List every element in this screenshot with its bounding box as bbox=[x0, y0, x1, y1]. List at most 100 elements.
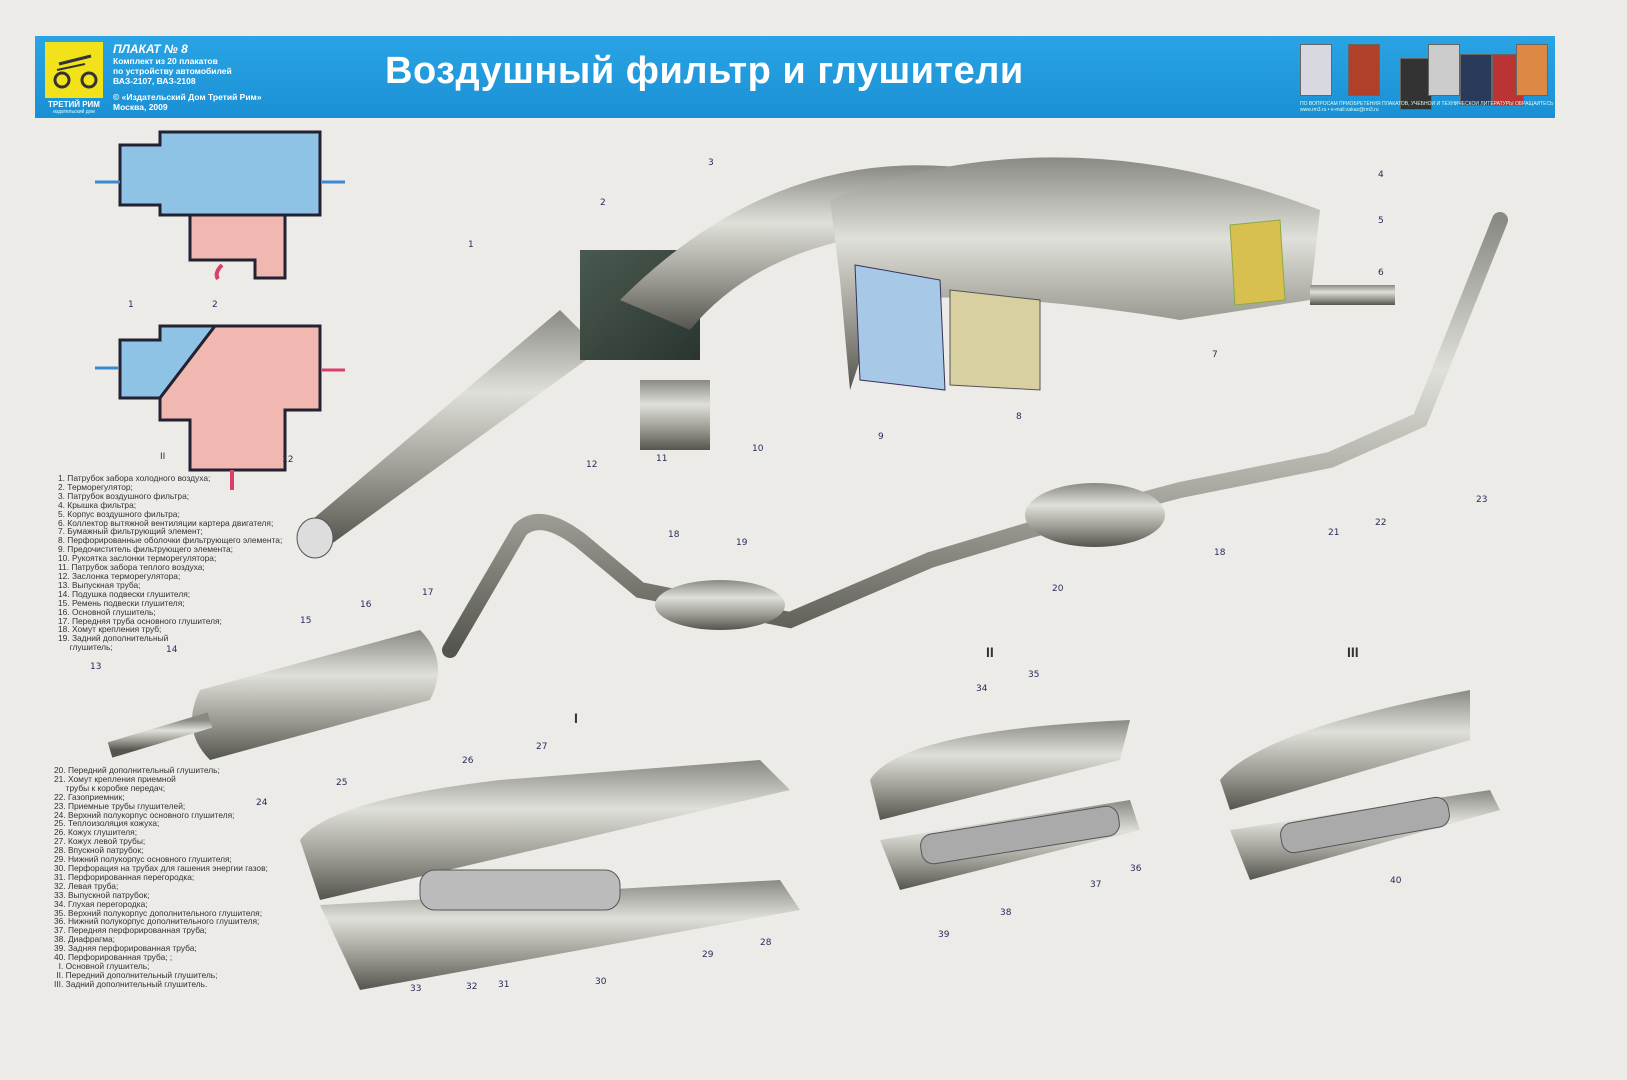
callout-number: 21 bbox=[1328, 528, 1340, 538]
legend-item: 16. Основной глушитель; bbox=[58, 606, 156, 617]
car-logo-icon bbox=[45, 42, 103, 98]
callout-number: 17 bbox=[422, 588, 434, 598]
section-label-rear-aux: III bbox=[1347, 644, 1359, 660]
legend-item: 21. Хомут крепления приемной трубы к кор… bbox=[54, 773, 176, 793]
legend-item: 40. Перфорированная труба; ; bbox=[54, 952, 173, 963]
tailpipe bbox=[107, 712, 213, 758]
ad-text: ПО ВОПРОСАМ ПРИОБРЕТЕНИЯ ПЛАКАТОВ, УЧЕБН… bbox=[1300, 101, 1555, 113]
callout-number: 20 bbox=[1052, 584, 1064, 594]
legend-item: 11. Патрубок забора теплого воздуха; bbox=[58, 562, 205, 573]
legend-item: 12. Заслонка терморегулятора; bbox=[58, 570, 181, 581]
callout-number: 22 bbox=[1375, 518, 1387, 528]
legend-item: 18. Хомут крепления труб; bbox=[58, 624, 162, 635]
callout-number: 36 bbox=[1130, 864, 1142, 874]
callout-number: 12 bbox=[282, 455, 294, 465]
book-cover bbox=[1348, 44, 1380, 96]
ad-web: www.rm3.ru • e-mail:zakaz@rm3.ru bbox=[1300, 107, 1379, 113]
callout-number: 2 bbox=[600, 198, 606, 208]
legend-item: 8. Перфорированные оболочки фильтрующего… bbox=[58, 535, 283, 546]
legend-item: 14. Подушка подвески глушителя; bbox=[58, 588, 191, 599]
callout-number: 27 bbox=[536, 742, 548, 752]
callout-number: 30 bbox=[595, 977, 607, 987]
legend-item: III. Задний дополнительный глушитель. bbox=[54, 978, 208, 989]
legend-item: 27. Кожух левой трубы; bbox=[54, 836, 146, 847]
callout-number: 19 bbox=[736, 538, 748, 548]
callout-number: 4 bbox=[1378, 170, 1384, 180]
legend-item: 4. Крышка фильтра; bbox=[58, 499, 137, 510]
rear-aux-muffler-cutaway bbox=[1220, 690, 1500, 880]
logo-text: ТРЕТИЙ РИМ bbox=[48, 100, 100, 109]
callout-number: 6 bbox=[1378, 268, 1384, 278]
callout-number: 25 bbox=[336, 778, 348, 788]
legend-item: 36. Нижний полукорпус дополнительного гл… bbox=[54, 916, 260, 927]
legend-item: 30. Перфорация на трубах для гашения эне… bbox=[54, 862, 268, 873]
callout-number: 38 bbox=[1000, 908, 1012, 918]
callout-number: 11 bbox=[656, 454, 668, 464]
legend-item: 35. Верхний полукорпус дополнительного г… bbox=[54, 907, 263, 918]
callout-number: 40 bbox=[1390, 876, 1402, 886]
callout-number: 35 bbox=[1028, 670, 1040, 680]
section-label-front-aux: II bbox=[986, 644, 994, 660]
legend-item: II. Передний дополнительный глушитель; bbox=[54, 969, 218, 980]
legend-bottom: 20. Передний дополнительный глушитель;21… bbox=[54, 766, 268, 989]
legend-item: 37. Передняя перфорированная труба; bbox=[54, 925, 207, 936]
front-aux-muffler bbox=[1025, 483, 1165, 547]
set-info-line: ВАЗ-2107, ВАЗ-2108 bbox=[113, 76, 196, 86]
thermostat-schematic-cold bbox=[95, 130, 345, 281]
callout-number: 18 bbox=[668, 530, 680, 540]
legend-item: 39. Задняя перфорированная труба; bbox=[54, 943, 197, 954]
legend-item: I. Основной глушитель; bbox=[54, 960, 150, 971]
ad-contact: ПО ВОПРОСАМ ПРИОБРЕТЕНИЯ ПЛАКАТОВ, УЧЕБН… bbox=[1300, 101, 1555, 107]
legend-item: 5. Корпус воздушного фильтра; bbox=[58, 508, 180, 519]
thermostat-schematic-warm bbox=[95, 324, 345, 490]
callout-number: 26 bbox=[462, 756, 474, 766]
legend-item: 28. Впускной патрубок; bbox=[54, 845, 144, 856]
book-cover bbox=[1400, 58, 1432, 110]
legend-item: 33. Выпускной патрубок; bbox=[54, 889, 150, 900]
callout-number: 2 bbox=[212, 300, 218, 310]
main-muffler bbox=[192, 630, 438, 760]
callout-number: 15 bbox=[300, 616, 312, 626]
place-year: Москва, 2009 bbox=[113, 102, 168, 112]
callout-number: 29 bbox=[702, 950, 714, 960]
main-muffler-cutaway bbox=[300, 760, 800, 990]
legend-item: 15. Ремень подвески глушителя; bbox=[58, 597, 185, 608]
callout-number: 16 bbox=[360, 600, 372, 610]
book-cover bbox=[1428, 44, 1460, 96]
callout-number: 32 bbox=[466, 982, 478, 992]
section-label-main: I bbox=[574, 710, 578, 726]
callout-number: II bbox=[160, 452, 166, 462]
publisher-logo: ТРЕТИЙ РИМ издательский дом bbox=[45, 42, 103, 115]
book-cover bbox=[1460, 54, 1492, 106]
callout-number: 13 bbox=[90, 662, 102, 672]
poster-header: ТРЕТИЙ РИМ издательский дом ПЛАКАТ № 8 К… bbox=[35, 36, 1555, 118]
legend-item: 7. Бумажный фильтрующий элемент; bbox=[58, 526, 203, 537]
legend-item: 3. Патрубок воздушного фильтра; bbox=[58, 490, 190, 501]
book-cover bbox=[1300, 44, 1332, 96]
legend-item: 24. Верхний полукорпус основного глушите… bbox=[54, 809, 235, 820]
book-cover bbox=[1516, 44, 1548, 96]
callout-number: 7 bbox=[1212, 350, 1218, 360]
logo-subtext: издательский дом bbox=[53, 109, 95, 115]
page-title: Воздушный фильтр и глушители bbox=[385, 50, 1024, 92]
callout-number: 1 bbox=[468, 240, 474, 250]
callout-number: 3 bbox=[708, 158, 714, 168]
callout-number: 10 bbox=[752, 444, 764, 454]
legend-item: 1. Патрубок забора холодного воздуха; bbox=[58, 473, 211, 483]
set-info-line: Комплект из 20 плакатов bbox=[113, 56, 218, 66]
legend-item: 22. Газоприемник; bbox=[54, 791, 125, 802]
callout-number: 12 bbox=[586, 460, 598, 470]
callout-number: 28 bbox=[760, 938, 772, 948]
legend-item: 23. Приемные трубы глушителей; bbox=[54, 800, 186, 811]
callout-number: 37 bbox=[1090, 880, 1102, 890]
legend-item: 19. Задний дополнительный глушитель; bbox=[58, 633, 169, 653]
legend-top: 1. Патрубок забора холодного воздуха;2. … bbox=[58, 474, 282, 652]
legend-item: 25. Теплоизоляция кожуха; bbox=[54, 818, 160, 829]
poster-number: ПЛАКАТ № 8 bbox=[113, 42, 188, 56]
legend-item: 9. Предочиститель фильтрующего элемента; bbox=[58, 544, 234, 555]
callout-number: 31 bbox=[498, 980, 510, 990]
callout-number: 33 bbox=[410, 984, 422, 994]
legend-item: 29. Нижний полукорпус основного глушител… bbox=[54, 854, 232, 865]
legend-item: 20. Передний дополнительный глушитель; bbox=[54, 765, 220, 775]
